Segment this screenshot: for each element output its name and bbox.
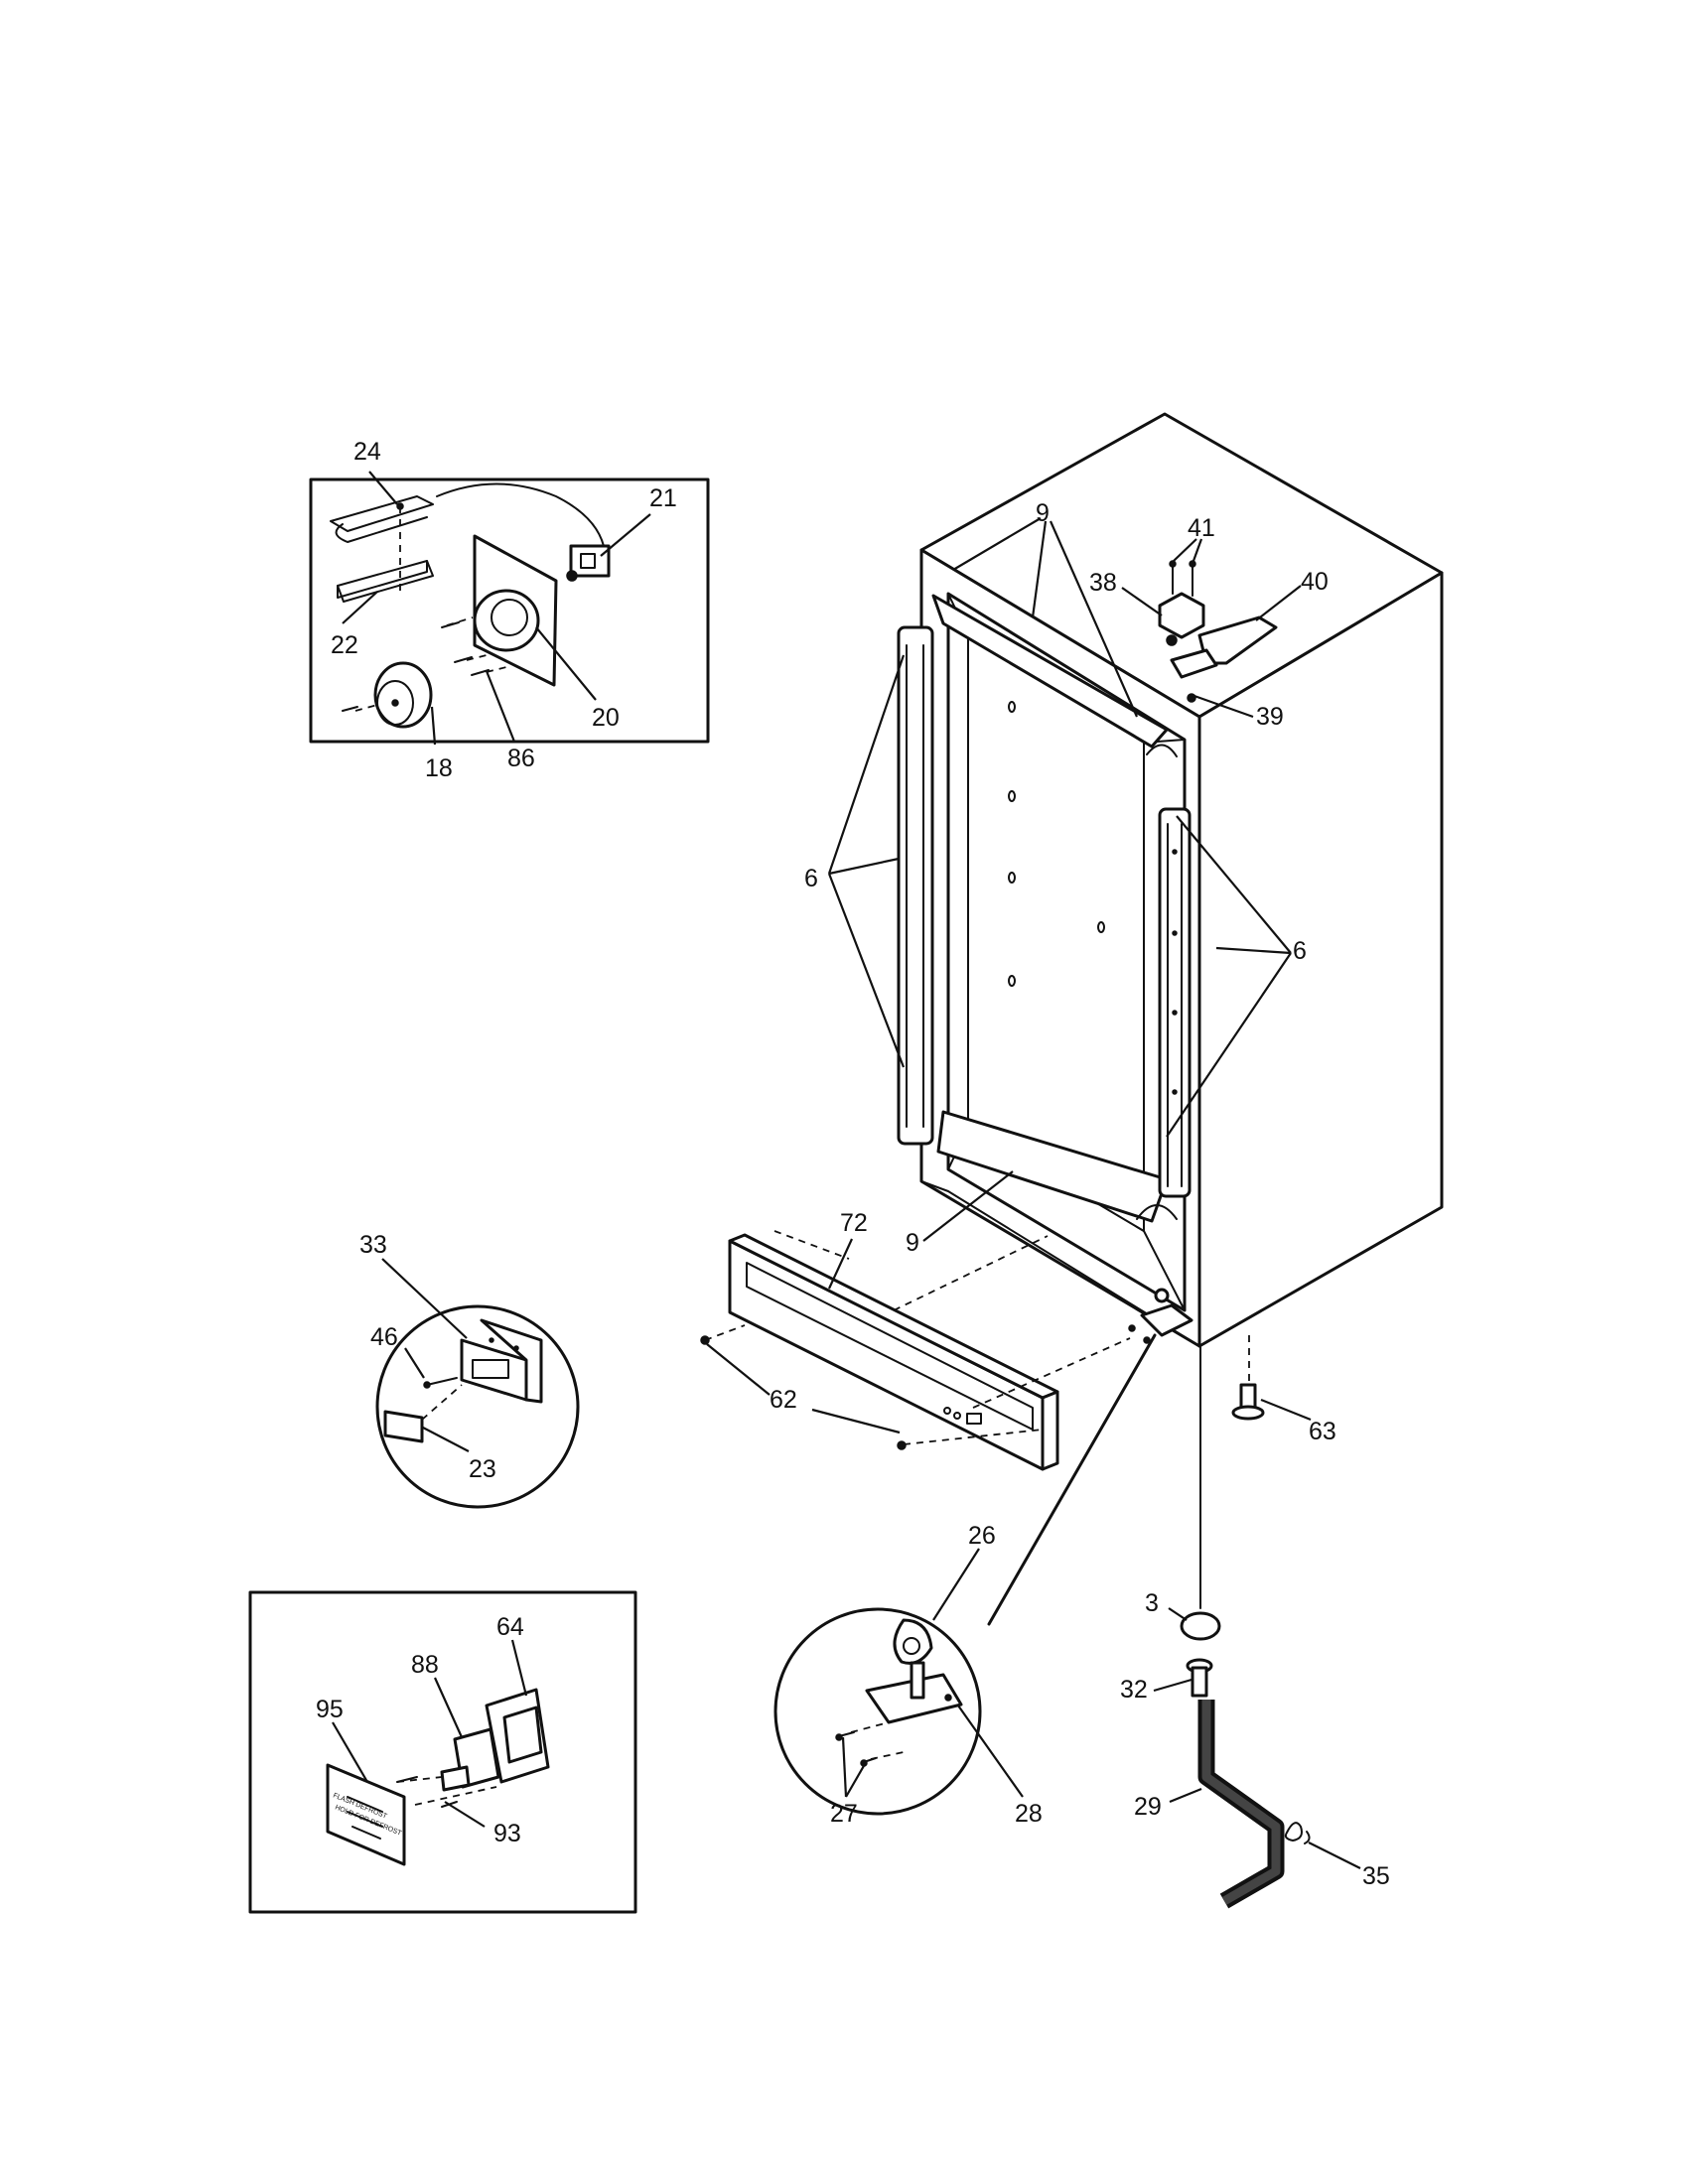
- callout-29: 29: [1134, 1793, 1162, 1821]
- callout-33: 33: [359, 1231, 387, 1259]
- top-hinge-assembly: [1158, 560, 1278, 703]
- callout-21: 21: [649, 484, 677, 512]
- callout-32: 32: [1120, 1676, 1148, 1704]
- callout-20: 20: [592, 704, 620, 732]
- callout-6-right: 6: [1293, 937, 1307, 965]
- callout-18: 18: [425, 754, 453, 782]
- inset-defrost-switch: [248, 1590, 637, 1914]
- callout-38: 38: [1089, 569, 1117, 597]
- callout-46: 46: [370, 1323, 398, 1351]
- callout-88: 88: [411, 1651, 439, 1679]
- leader-lines: [332, 471, 1361, 1869]
- callout-labels: 24 21 22 20 18 86 9 41 38 40 39 6 6 9 72…: [316, 438, 1390, 1890]
- inset-temperature-control: [309, 478, 710, 744]
- drain-assembly: [1180, 1345, 1311, 1909]
- callout-24: 24: [353, 438, 381, 466]
- bottom-hinge-bracket: [987, 1288, 1193, 1626]
- callout-6-left: 6: [804, 865, 818, 892]
- callout-93: 93: [493, 1820, 521, 1847]
- callout-41: 41: [1188, 514, 1215, 542]
- callout-64: 64: [496, 1613, 524, 1641]
- leveling-leg: [1231, 1335, 1265, 1421]
- callout-62: 62: [770, 1386, 797, 1414]
- inset-lower-hinge: [773, 1607, 982, 1816]
- callout-63: 63: [1309, 1418, 1336, 1445]
- callout-3: 3: [1145, 1589, 1159, 1617]
- callout-40: 40: [1301, 568, 1329, 596]
- callout-72: 72: [840, 1209, 868, 1237]
- callout-27: 27: [830, 1800, 858, 1828]
- callout-39: 39: [1256, 703, 1284, 731]
- callout-23: 23: [469, 1455, 496, 1483]
- kick-plate-assembly: [700, 1230, 1131, 1471]
- callout-26: 26: [968, 1522, 996, 1550]
- cabinet-assembly: [897, 412, 1444, 1348]
- callout-9-top: 9: [1036, 499, 1050, 527]
- callout-9-bottom: 9: [906, 1229, 919, 1257]
- callout-35: 35: [1362, 1862, 1390, 1890]
- callout-22: 22: [331, 631, 358, 659]
- callout-95: 95: [316, 1696, 344, 1723]
- callout-28: 28: [1015, 1800, 1043, 1828]
- callout-86: 86: [507, 745, 535, 772]
- inset-alarm-bracket: [375, 1304, 580, 1509]
